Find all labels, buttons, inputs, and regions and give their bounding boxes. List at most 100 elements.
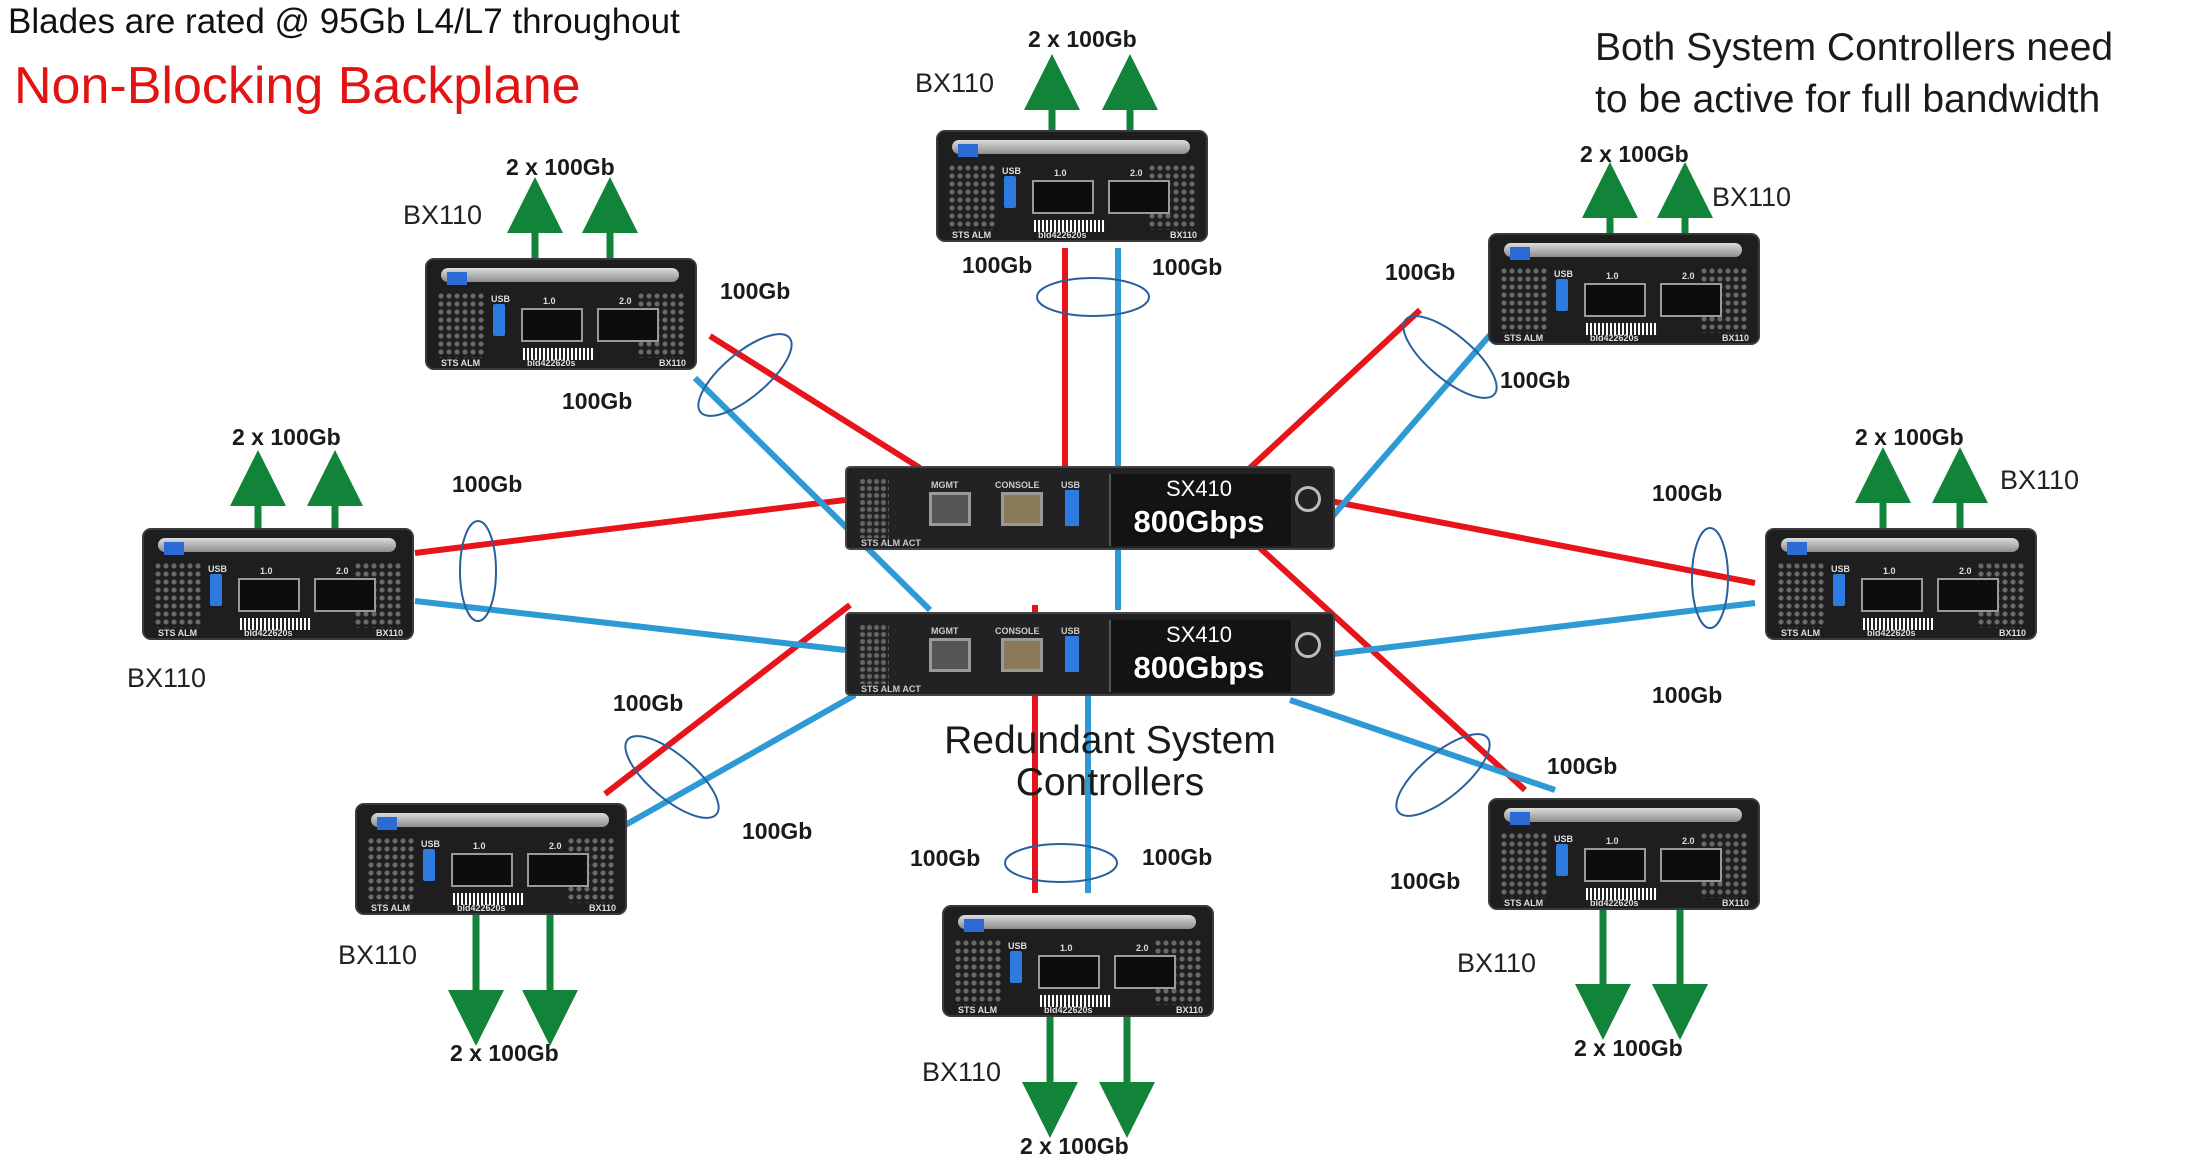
uplink-label: 2 x 100Gb: [232, 424, 341, 450]
blade-usb-label: USB: [208, 564, 228, 574]
blade-serial-label: bld422620s: [1590, 333, 1639, 343]
link-label: 100Gb: [1652, 682, 1723, 708]
link-label: 100Gb: [562, 388, 633, 414]
bandwidth-note-line2: to be active for full bandwidth: [1595, 78, 2101, 121]
blade-port2-label: 2.0: [336, 566, 349, 576]
blade-serial-label: bld422620s: [1867, 628, 1916, 638]
uplink-label: 2 x 100Gb: [1020, 1133, 1129, 1159]
blade-port2-label: 2.0: [1682, 271, 1695, 281]
qsfp-port-icon: [1861, 578, 1923, 612]
uplink-label: 2 x 100Gb: [1574, 1035, 1683, 1061]
usb-port-icon: [1004, 176, 1016, 208]
blade-bottomleft: USB 1.0 2.0 STS ALM bld422620s BX110: [355, 803, 627, 915]
blade-serial-label: bld422620s: [457, 903, 506, 913]
blade-port2-label: 2.0: [1130, 168, 1143, 178]
blue-link-topright: [1302, 333, 1493, 550]
blade-status-label: STS ALM: [958, 1005, 998, 1015]
red-link-right: [1324, 497, 1756, 586]
bundle-ring-bottomleft: [624, 735, 720, 819]
bundle-ring-bottomright: [1395, 733, 1491, 817]
controller-usb-label: USB: [1061, 480, 1081, 490]
blade-port1-label: 1.0: [1606, 836, 1619, 846]
blade-status-label: STS ALM: [1781, 628, 1821, 638]
blade-topright: USB 1.0 2.0 STS ALM bld422620s BX110: [1488, 233, 1760, 345]
blade-port1-label: 1.0: [260, 566, 273, 576]
red-link-bottomleft: [603, 602, 852, 797]
blade-status-label: STS ALM: [441, 358, 481, 368]
blade-status-label: STS ALM: [952, 230, 992, 240]
system-controller-2: MGMT CONSOLE USB STS ALM ACT SX410 800Gb…: [845, 612, 1335, 696]
system-controller-1: MGMT CONSOLE USB STS ALM ACT SX410 800Gb…: [845, 466, 1335, 550]
blade-model-label: BX110: [659, 358, 687, 368]
link-label: 100Gb: [1652, 480, 1723, 506]
mgmt-port-icon: [929, 638, 971, 672]
controller-speed: 800Gbps: [1133, 504, 1265, 539]
diagram-subtitle: Non-Blocking Backplane: [14, 57, 581, 115]
blade-port2-label: 2.0: [1136, 943, 1149, 953]
red-link-topright: [1247, 307, 1423, 471]
blade-serial-label: bld422620s: [1590, 898, 1639, 908]
blue-link-left: [414, 598, 846, 653]
bundle-ring-topright: [1402, 315, 1498, 399]
link-label: 100Gb: [720, 278, 791, 304]
diagram-title: Blades are rated @ 95Gb L4/L7 throughout: [8, 2, 680, 41]
redundant-controllers-label: Redundant System Controllers: [910, 720, 1310, 804]
controller-mgmt-label: MGMT: [931, 480, 959, 490]
blade-serial-label: bld422620s: [1038, 230, 1087, 240]
controller-console-label: CONSOLE: [995, 480, 1040, 490]
blade-name-label: BX110: [127, 663, 207, 693]
link-label: 100Gb: [1547, 753, 1618, 779]
link-label: 100Gb: [1500, 367, 1571, 393]
bundle-ring-right: [1691, 527, 1729, 629]
blade-port1-label: 1.0: [1060, 943, 1073, 953]
blade-port2-label: 2.0: [1959, 566, 1972, 576]
bundle-ring-left: [459, 520, 497, 622]
bundle-ring-topleft: [697, 333, 793, 417]
qsfp-port-icon: [1584, 283, 1646, 317]
blade-model-label: BX110: [589, 903, 617, 913]
blade-model-label: BX110: [1170, 230, 1198, 240]
qsfp-port-icon: [527, 853, 589, 887]
qsfp-port-icon: [1114, 955, 1176, 989]
blade-usb-label: USB: [1554, 834, 1574, 844]
blade-left: USB 1.0 2.0 STS ALM bld422620s BX110: [142, 528, 414, 640]
dial-icon: [1295, 632, 1321, 658]
blade-serial-label: bld422620s: [244, 628, 293, 638]
link-label: 100Gb: [452, 471, 523, 497]
blade-model-label: BX110: [1999, 628, 2027, 638]
uplink-label: 2 x 100Gb: [1855, 424, 1964, 450]
qsfp-port-icon: [1937, 578, 1999, 612]
blade-status-label: STS ALM: [371, 903, 411, 913]
uplink-label: 2 x 100Gb: [450, 1040, 559, 1066]
blade-status-label: STS ALM: [158, 628, 198, 638]
controller-model: SX410: [1165, 622, 1233, 647]
blue-link-right: [1324, 600, 1756, 658]
blade-usb-label: USB: [491, 294, 511, 304]
link-label: 100Gb: [1390, 868, 1461, 894]
blade-port1-label: 1.0: [1054, 168, 1067, 178]
bundle-ring-bottom: [1004, 843, 1118, 883]
qsfp-port-icon: [521, 308, 583, 342]
blade-right: USB 1.0 2.0 STS ALM bld422620s BX110: [1765, 528, 2037, 640]
blade-topleft: USB 1.0 2.0 STS ALM bld422620s BX110: [425, 258, 697, 370]
blade-name-label: BX110: [922, 1057, 1002, 1087]
blade-name-label: BX110: [1712, 182, 1792, 212]
redundant-line1: Redundant System: [944, 719, 1276, 762]
uplink-label: 2 x 100Gb: [1580, 141, 1689, 167]
blade-model-label: BX110: [376, 628, 404, 638]
blade-name-label: BX110: [403, 200, 483, 230]
uplink-label: 2 x 100Gb: [1028, 26, 1137, 52]
blade-usb-label: USB: [1831, 564, 1851, 574]
usb-port-icon: [1065, 636, 1079, 672]
blade-serial-label: bld422620s: [1044, 1005, 1093, 1015]
bandwidth-note: Both System Controllers need to be activ…: [1595, 22, 2113, 126]
blade-port2-label: 2.0: [549, 841, 562, 851]
link-label: 100Gb: [1152, 254, 1223, 280]
dial-icon: [1295, 486, 1321, 512]
link-label: 100Gb: [613, 690, 684, 716]
blade-usb-label: USB: [1554, 269, 1574, 279]
red-link-left: [414, 497, 846, 556]
controller-model: SX410: [1165, 476, 1233, 501]
qsfp-port-icon: [1038, 955, 1100, 989]
